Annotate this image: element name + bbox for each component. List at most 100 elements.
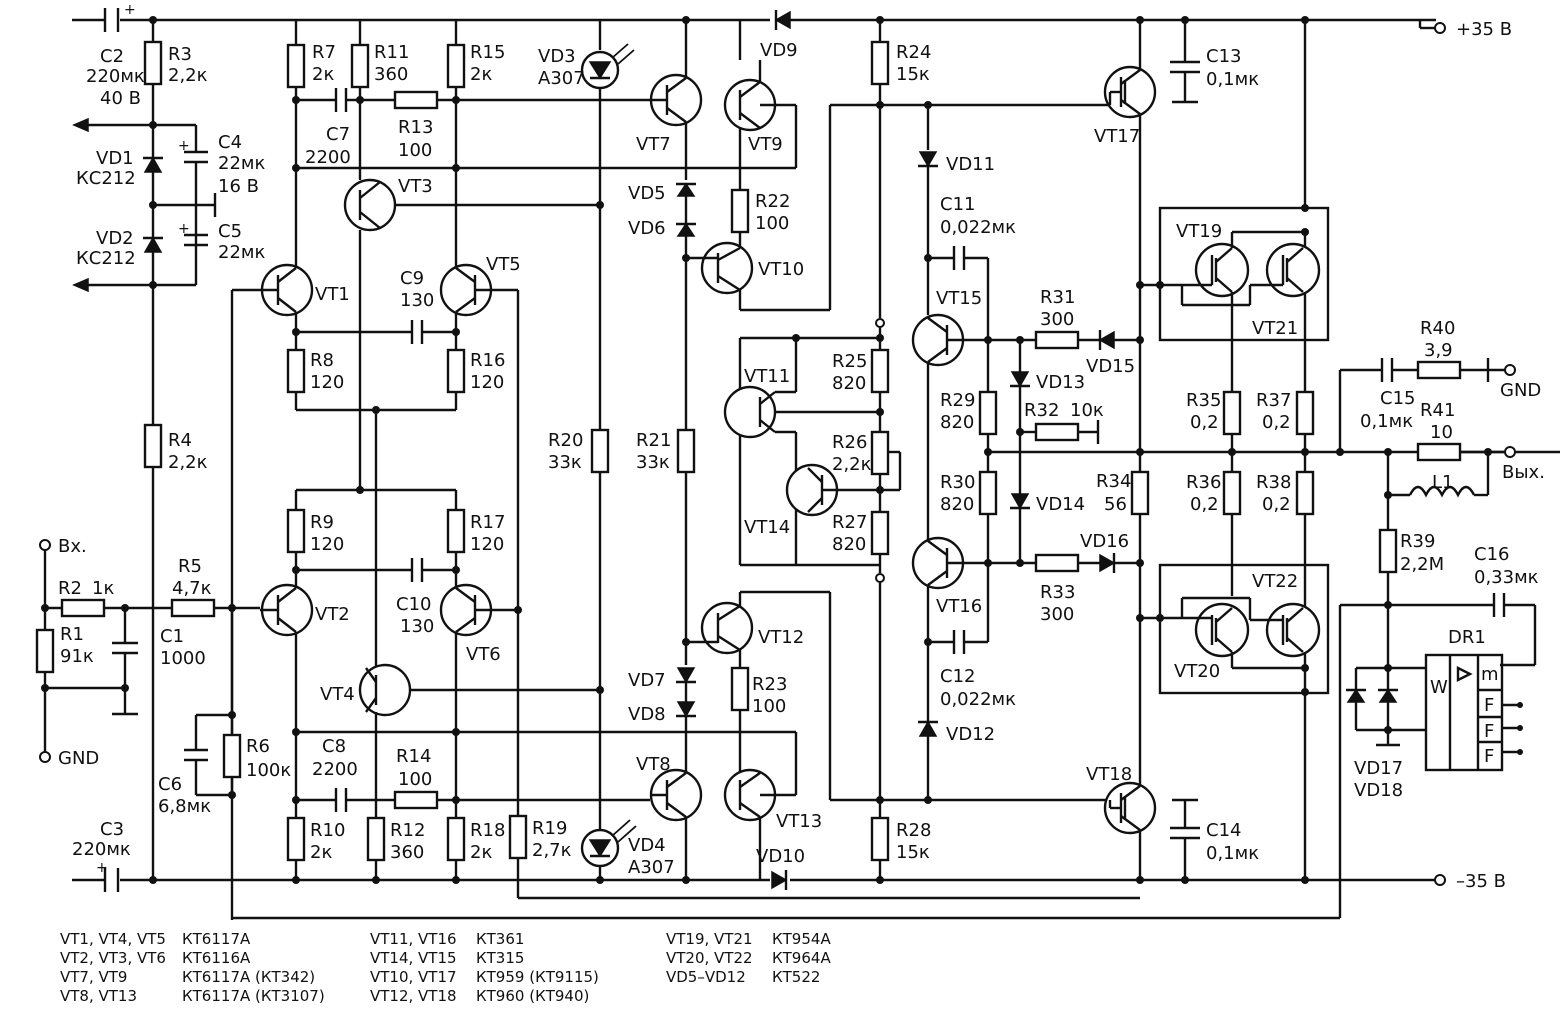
label-resistors-r34-1: 56	[1104, 494, 1127, 515]
label-diodes-vd3-0: VD3	[538, 46, 576, 67]
label-transistors-vt3: VT3	[398, 176, 433, 197]
label-resistors-r20-1: 33к	[548, 452, 582, 473]
label-resistors-r28-1: 15к	[896, 842, 930, 863]
label-resistors-r16-0: R16	[470, 350, 505, 371]
label-transistors-vt20: VT20	[1174, 661, 1220, 682]
label-caps-c10-0: C10	[396, 594, 431, 615]
label-resistors-r27-0: R27	[832, 512, 867, 533]
label-transistors-vt16: VT16	[936, 596, 982, 617]
label-caps-c13-1: 0,1мк	[1206, 69, 1259, 90]
legend-parts-3: VT8, VT13	[60, 987, 137, 1005]
label-resistors-r39-1: 2,2М	[1400, 554, 1444, 575]
label-resistors-r10-1: 2к	[310, 842, 332, 863]
label-resistors-r4-0: R4	[168, 430, 192, 451]
legend-type-4: КТ361	[476, 930, 524, 948]
label-transistors-vt6: VT6	[466, 644, 501, 665]
legend-parts-1: VT2, VT3, VT6	[60, 949, 166, 967]
label-resistors-r41-0: R41	[1420, 400, 1455, 421]
input-terminal[interactable]	[39, 539, 51, 551]
label-resistors-r28-0: R28	[896, 820, 931, 841]
label-resistors-r21-1: 33к	[636, 452, 670, 473]
label-resistors-r31-1: 300	[1040, 309, 1074, 330]
label-caps-c3-0: C3	[100, 819, 124, 840]
label-diodes-vd10: VD10	[756, 846, 805, 867]
label-diodes-vd4-1: А307	[628, 857, 675, 878]
label-caps-c6-1: 6,8мк	[158, 796, 211, 817]
label-resistors-r25-1: 820	[832, 373, 866, 394]
label-transistors-vt13: VT13	[776, 811, 822, 832]
label-diodes-vd16: VD16	[1080, 531, 1129, 552]
label-transistors-vt9: VT9	[748, 134, 783, 155]
label-resistors-r14-0: R14	[396, 746, 431, 767]
label-diodes-vd9: VD9	[760, 40, 798, 61]
label-resistors-r13-1: 100	[398, 140, 432, 161]
label-resistors-r40-0: R40	[1420, 318, 1455, 339]
input-gnd-terminal[interactable]	[39, 751, 51, 763]
label-resistors-r27-1: 820	[832, 534, 866, 555]
label-transistors-vt14: VT14	[744, 517, 790, 538]
label-caps-c5-0: C5	[218, 221, 242, 242]
label-resistors-r41-1: 10	[1430, 422, 1453, 443]
label-rails-in_gnd: GND	[58, 748, 99, 769]
legend-parts-6: VT10, VT17	[370, 968, 457, 986]
label-diodes-vd2-1: КС212	[76, 248, 136, 269]
label-transistors-vt21: VT21	[1252, 318, 1298, 339]
legend-parts-10: VD5–VD12	[666, 968, 746, 986]
label-transistors-vt4: VT4	[320, 684, 355, 705]
label-resistors-r35-1: 0,2	[1190, 412, 1219, 433]
vas-stage: VD3 А307 R20 33к VD4 А307 VT7 VD5 VD6 VT…	[538, 10, 1110, 890]
output-terminal[interactable]	[1504, 446, 1516, 458]
label-caps-c7-1: 2200	[305, 147, 351, 168]
label-transistors-vt18: VT18	[1086, 764, 1132, 785]
label-resistors-r24-1: 15к	[896, 64, 930, 85]
label-resistors-r36-0: R36	[1186, 472, 1221, 493]
plus-35v-terminal[interactable]	[1434, 22, 1446, 34]
label-caps-c2-0: C2	[100, 46, 124, 67]
label-rails-out: Вых.	[1502, 462, 1545, 483]
legend-type-3: КТ6117А (КТ3107)	[182, 987, 325, 1005]
label-resistors-r39-0: R39	[1400, 531, 1435, 552]
label-resistors-r15-1: 2к	[470, 64, 492, 85]
label-resistors-r19-0: R19	[532, 818, 567, 839]
label-transistors-vt11: VT11	[744, 366, 790, 387]
label-resistors-r16-1: 120	[470, 372, 504, 393]
label-caps-c11-1: 0,022мк	[940, 217, 1016, 238]
label-resistors-r23-1: 100	[752, 696, 786, 717]
legend-parts-7: VT12, VT18	[370, 987, 457, 1005]
label-resistors-r32-1: 10к	[1070, 400, 1104, 421]
label-resistors-r21-0: R21	[636, 430, 671, 451]
label-transistors-vt5: VT5	[486, 254, 521, 275]
label-transistors-vt1: VT1	[315, 284, 350, 305]
zener-supply: R3 2,2к R4 2,2к VD1 КС212 VD2 КС212 + + …	[72, 16, 265, 884]
label-diodes-vd12: VD12	[946, 724, 995, 745]
legend-parts-5: VT14, VT15	[370, 949, 457, 967]
label-misc-l1: L1	[1432, 472, 1453, 493]
label-caps-c14-1: 0,1мк	[1206, 843, 1259, 864]
label-resistors-r32-0: R32	[1024, 400, 1059, 421]
label-misc-dr_f: F	[1484, 746, 1494, 767]
label-caps-c6-0: C6	[158, 774, 182, 795]
legend-type-0: КТ6117А	[182, 930, 251, 948]
label-resistors-r11-1: 360	[374, 64, 408, 85]
gnd-terminal[interactable]	[1504, 364, 1516, 376]
minus-35v-terminal[interactable]	[1434, 874, 1446, 886]
label-resistors-r1-0: R1	[60, 624, 84, 645]
label-transistors-vt2: VT2	[315, 604, 350, 625]
label-diodes-vd14: VD14	[1036, 494, 1085, 515]
label-resistors-r9-0: R9	[310, 512, 334, 533]
label-caps-c2-1: 220мк	[86, 66, 145, 87]
legend-parts-2: VT7, VT9	[60, 968, 127, 986]
parts-legend: VT1, VT4, VT5 КТ6117А VT2, VT3, VT6 КТ61…	[60, 930, 831, 1005]
label-transistors-vt15: VT15	[936, 288, 982, 309]
label-diodes-vd18: VD18	[1354, 780, 1403, 801]
legend-parts-4: VT11, VT16	[370, 930, 457, 948]
label-diodes-vd17: VD17	[1354, 758, 1403, 779]
label-resistors-r24-0: R24	[896, 42, 931, 63]
legend-parts-8: VT19, VT21	[666, 930, 753, 948]
label-resistors-r8-1: 120	[310, 372, 344, 393]
bias-network: R24 15к R25 820 R26 2,2к R27 820 R28 15к…	[723, 16, 931, 884]
legend-type-8: КТ954А	[772, 930, 831, 948]
label-transistors-vt17: VT17	[1094, 126, 1140, 147]
diff-stage: R7 2к R11 360 R15 2к C7 2200 R13 100 VT3…	[230, 20, 1140, 900]
